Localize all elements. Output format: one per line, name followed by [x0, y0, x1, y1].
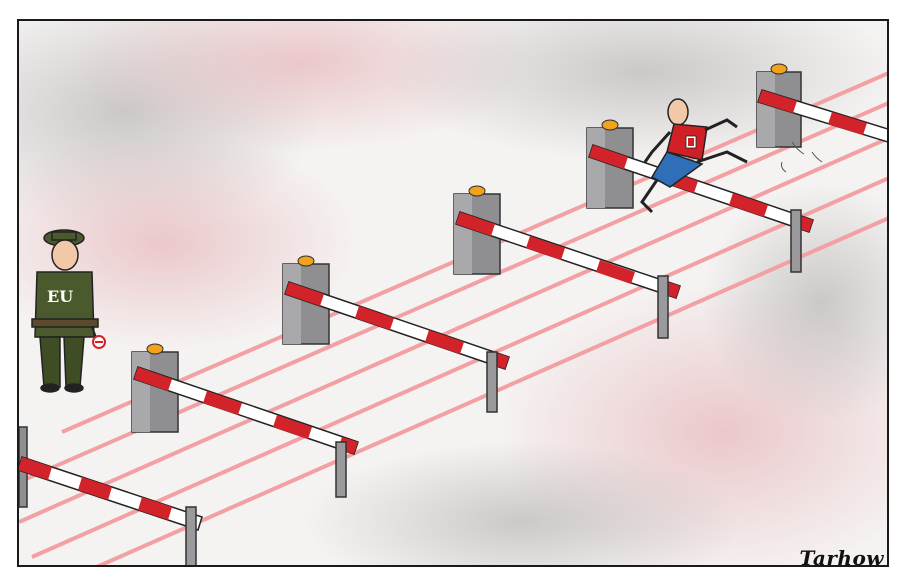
- runner-figure: [640, 98, 748, 214]
- eu-guard: [31, 229, 106, 393]
- serbian-crest-icon: [685, 135, 697, 149]
- cartoon-frame: EU: [17, 19, 889, 567]
- barrier-1: [19, 426, 203, 565]
- artist-signature: Tarhow: [799, 546, 884, 570]
- stop-sign-icon: [91, 326, 106, 349]
- barrier-5: [586, 119, 814, 273]
- guard-armband-label: EU: [47, 287, 73, 306]
- barrier-4: [453, 185, 681, 339]
- barrier-6: [756, 63, 887, 173]
- barrier-2: [131, 343, 359, 498]
- barrier-3: [282, 255, 510, 413]
